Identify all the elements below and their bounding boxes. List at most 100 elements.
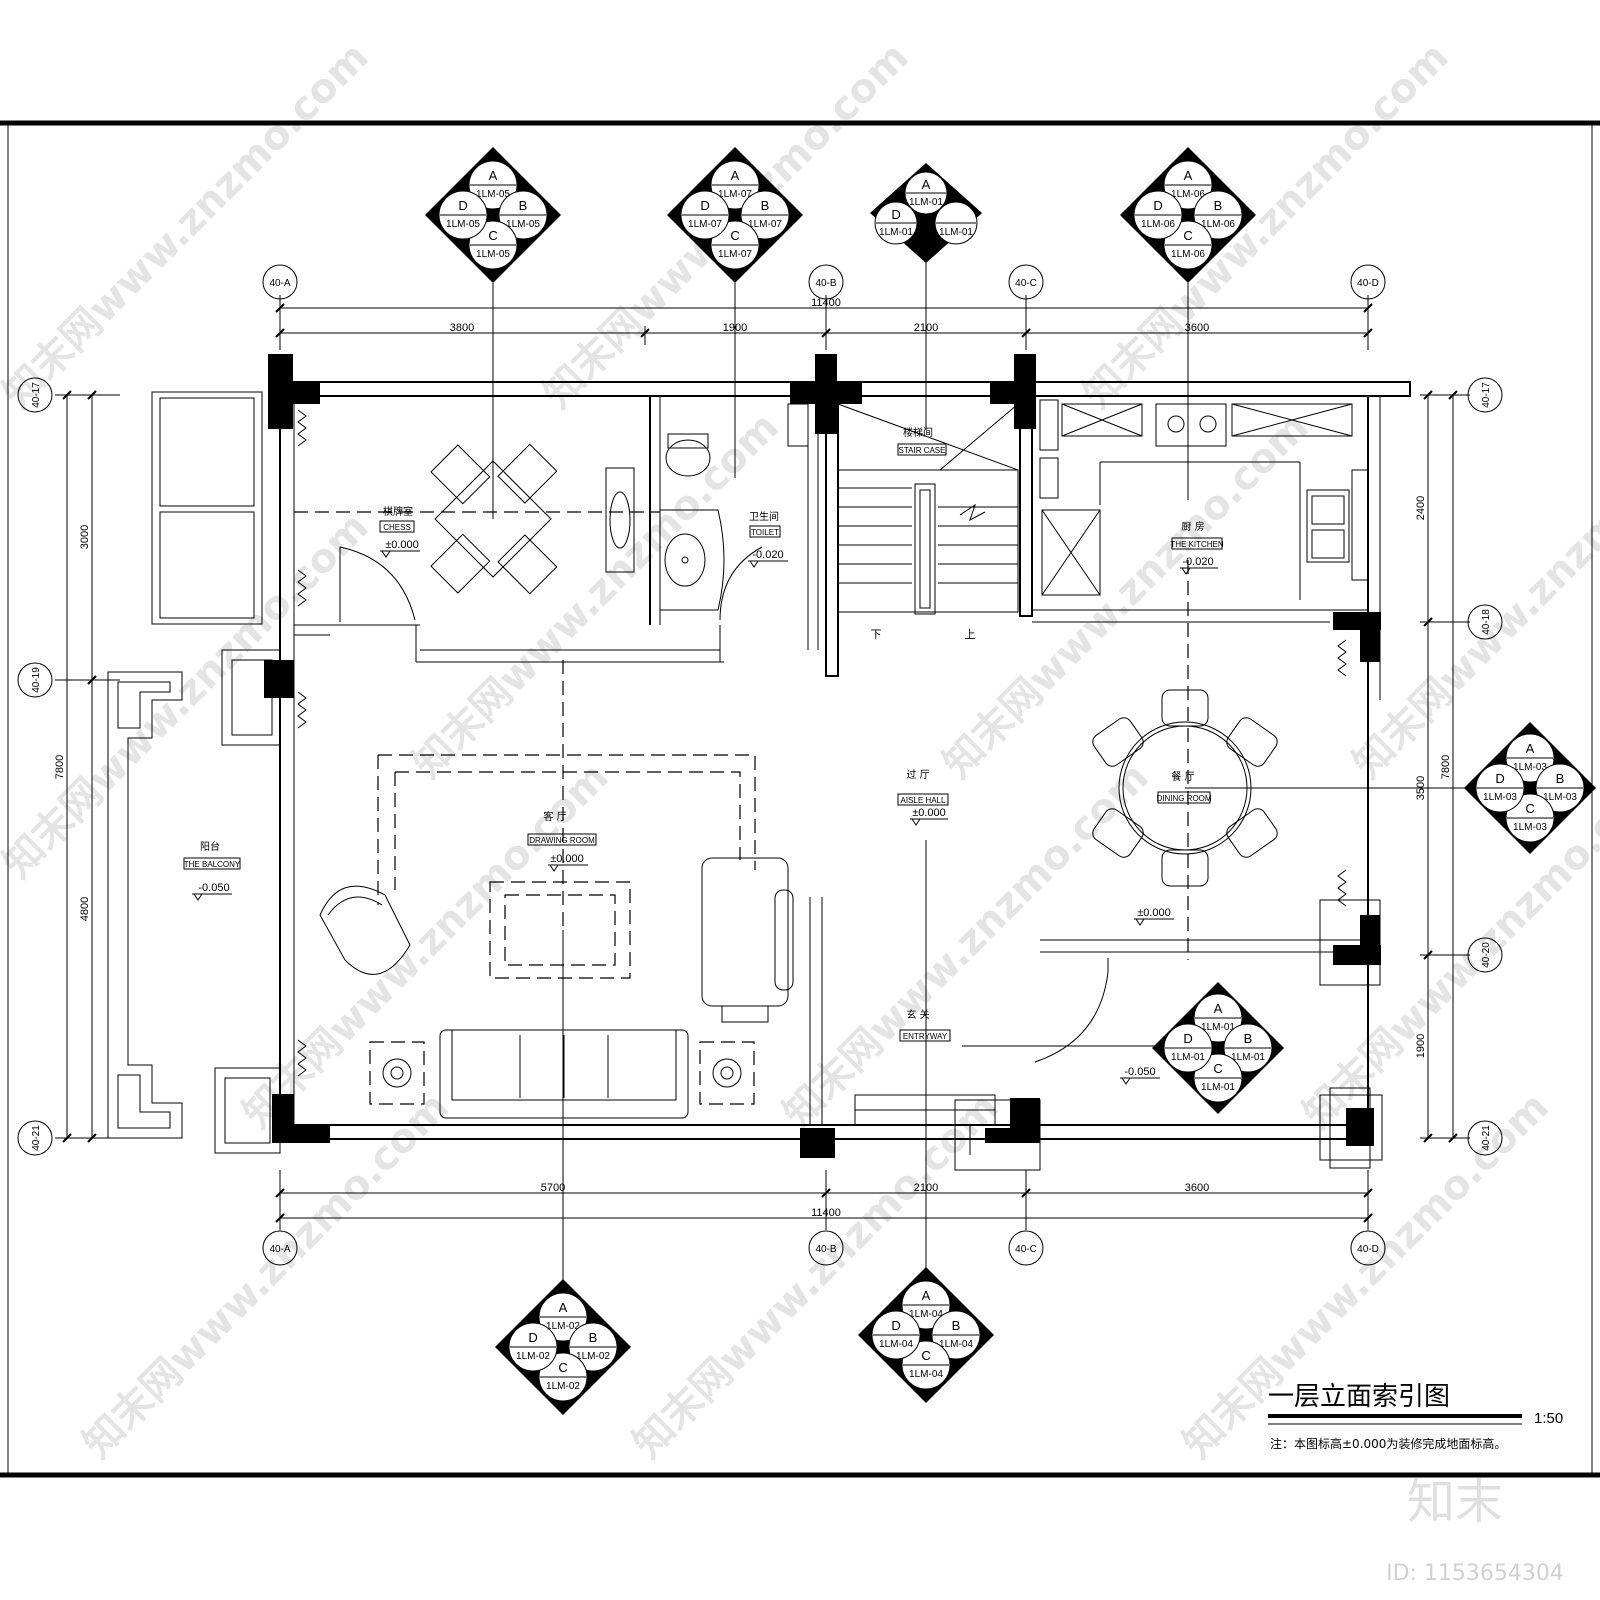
watermark-text: 知末网www.znzmo.com [0, 34, 378, 417]
svg-text:40-18: 40-18 [1481, 609, 1492, 635]
axis-bubble: 40-21 [1467, 1120, 1503, 1156]
svg-text:1LM-06: 1LM-06 [1171, 249, 1205, 260]
svg-text:1LM-03: 1LM-03 [1513, 762, 1547, 773]
svg-text:40-21: 40-21 [31, 1125, 42, 1151]
svg-text:1LM-07: 1LM-07 [748, 219, 782, 230]
svg-text:40-C: 40-C [1015, 1244, 1037, 1255]
svg-text:AISLE HALL: AISLE HALL [901, 796, 946, 805]
dim-left-segment: 4800 [79, 897, 91, 921]
title-block: 一层立面索引图 1:50 注：本图标高±0.000为装修完成地面标高。 [1268, 1382, 1563, 1451]
svg-text:DINING ROOM: DINING ROOM [1156, 794, 1211, 803]
svg-text:C: C [921, 1348, 930, 1363]
svg-text:1LM-06: 1LM-06 [1201, 219, 1235, 230]
svg-text:棋牌室: 棋牌室 [383, 505, 413, 518]
svg-text:B: B [952, 1318, 961, 1333]
svg-text:1LM-01: 1LM-01 [1201, 1022, 1235, 1033]
room-label: 过 厅 AISLE HALL ±0.000 [897, 768, 949, 826]
svg-text:玄 关: 玄 关 [906, 1008, 929, 1021]
svg-text:A: A [922, 1288, 931, 1303]
svg-text:C: C [1525, 801, 1534, 816]
index-symbol: A 1LM-01 B 1LM-01 C 1LM-01 D 1LM-01 [1152, 982, 1284, 1114]
svg-text:D: D [891, 1318, 900, 1333]
svg-text:餐 厅: 餐 厅 [1171, 770, 1194, 783]
svg-text:1LM-01: 1LM-01 [879, 227, 913, 238]
index-symbol: A 1LM-05 B 1LM-05 C 1LM-05 D 1LM-05 [425, 147, 561, 283]
svg-text:1LM-04: 1LM-04 [939, 1339, 973, 1350]
svg-text:C: C [730, 228, 739, 243]
room-label: 餐 厅 DINING ROOM [1156, 770, 1212, 804]
svg-text:A: A [1184, 168, 1193, 183]
dim-right-segment: 1900 [1415, 1034, 1427, 1058]
svg-text:A: A [1526, 741, 1535, 756]
watermark-text: 知末网www.znzmo.com [1345, 404, 1600, 787]
svg-text:40-D: 40-D [1357, 278, 1379, 289]
svg-text:A: A [731, 168, 740, 183]
svg-text:D: D [528, 1330, 537, 1345]
svg-text:1LM-02: 1LM-02 [546, 1321, 580, 1332]
svg-text:THE BALCONY: THE BALCONY [184, 860, 241, 869]
watermark-text: 知末网www.znzmo.com [75, 1084, 458, 1467]
svg-text:-0.050: -0.050 [1124, 1066, 1155, 1078]
svg-text:过 厅: 过 厅 [906, 768, 929, 781]
svg-text:D: D [458, 198, 467, 213]
index-symbol: A 1LM-01 D 1LM-01 1LM-01 [870, 163, 982, 263]
svg-text:B: B [1556, 771, 1565, 786]
svg-text:±0.000: ±0.000 [385, 539, 419, 551]
svg-text:-0.050: -0.050 [198, 882, 229, 894]
watermark-text: 知末网www.znzmo.com [405, 404, 788, 787]
svg-text:B: B [1214, 198, 1223, 213]
axis-bubble: 40-19 [17, 662, 53, 698]
svg-text:1LM-07: 1LM-07 [718, 189, 752, 200]
image-id-label: ID: 1153654304 [1386, 1561, 1564, 1586]
svg-text:1LM-04: 1LM-04 [909, 1369, 943, 1380]
svg-text:STAIR CASE: STAIR CASE [899, 446, 946, 455]
svg-text:±0.000: ±0.000 [550, 853, 584, 865]
svg-text:40-19: 40-19 [31, 667, 42, 693]
svg-text:1LM-02: 1LM-02 [546, 1381, 580, 1392]
walls [107, 354, 1411, 1171]
room-label: 楼梯间 STAIR CASE [897, 426, 947, 456]
dim-left-segment: 3000 [79, 525, 91, 549]
svg-text:1LM-05: 1LM-05 [506, 219, 540, 230]
svg-text:40-B: 40-B [815, 278, 836, 289]
svg-text:D: D [891, 207, 900, 222]
svg-text:B: B [1244, 1031, 1253, 1046]
dim-bottom-segment: 5700 [541, 1182, 565, 1194]
svg-text:1LM-01: 1LM-01 [1231, 1052, 1265, 1063]
level-mark: ±0.000 [1134, 907, 1174, 926]
svg-text:40-17: 40-17 [31, 382, 42, 408]
axis-bubble: 40-20 [1467, 937, 1503, 973]
svg-text:B: B [761, 198, 770, 213]
watermark-text: 知末网www.znzmo.com [775, 754, 1158, 1137]
dim-left-total: 7800 [54, 755, 66, 779]
svg-text:40-20: 40-20 [1481, 942, 1492, 968]
room-label: 棋牌室 CHESS ±0.000 [379, 505, 420, 558]
svg-text:1LM-03: 1LM-03 [1543, 792, 1577, 803]
svg-text:-0.020: -0.020 [1182, 556, 1213, 568]
svg-text:40-17: 40-17 [1481, 382, 1492, 408]
svg-text:1LM-03: 1LM-03 [1513, 822, 1547, 833]
axis-bubble: 40-D [1350, 1170, 1386, 1266]
svg-text:1LM-06: 1LM-06 [1171, 189, 1205, 200]
svg-text:客 厅: 客 厅 [543, 810, 566, 823]
svg-text:ENTRYWAY: ENTRYWAY [903, 1032, 948, 1041]
axis-bubble: 40-A [262, 264, 298, 350]
svg-text:D: D [1495, 771, 1504, 786]
svg-text:40-C: 40-C [1015, 278, 1037, 289]
svg-text:±0.000: ±0.000 [1137, 907, 1171, 919]
index-symbol: A 1LM-06 B 1LM-06 C 1LM-06 D 1LM-06 [1120, 147, 1256, 283]
svg-text:C: C [1183, 228, 1192, 243]
svg-text:THE KITCHEN: THE KITCHEN [1170, 540, 1224, 549]
axis-bubble: 40-B [808, 264, 844, 350]
svg-text:40-A: 40-A [269, 278, 290, 289]
index-symbol: A 1LM-02 B 1LM-02 C 1LM-02 D 1LM-02 [495, 1279, 631, 1415]
index-symbol: A 1LM-03 B 1LM-03 C 1LM-03 D 1LM-03 [1464, 722, 1596, 854]
svg-text:1LM-07: 1LM-07 [718, 249, 752, 260]
stair-up-mark: 上 [965, 628, 976, 641]
dim-top-segment: 3600 [1185, 322, 1209, 334]
index-symbol: A 1LM-07 B 1LM-07 C 1LM-07 D 1LM-07 [667, 147, 803, 283]
svg-text:1LM-04: 1LM-04 [879, 1339, 913, 1350]
dim-right-total: 7800 [1440, 755, 1452, 779]
svg-text:40-B: 40-B [815, 1244, 836, 1255]
